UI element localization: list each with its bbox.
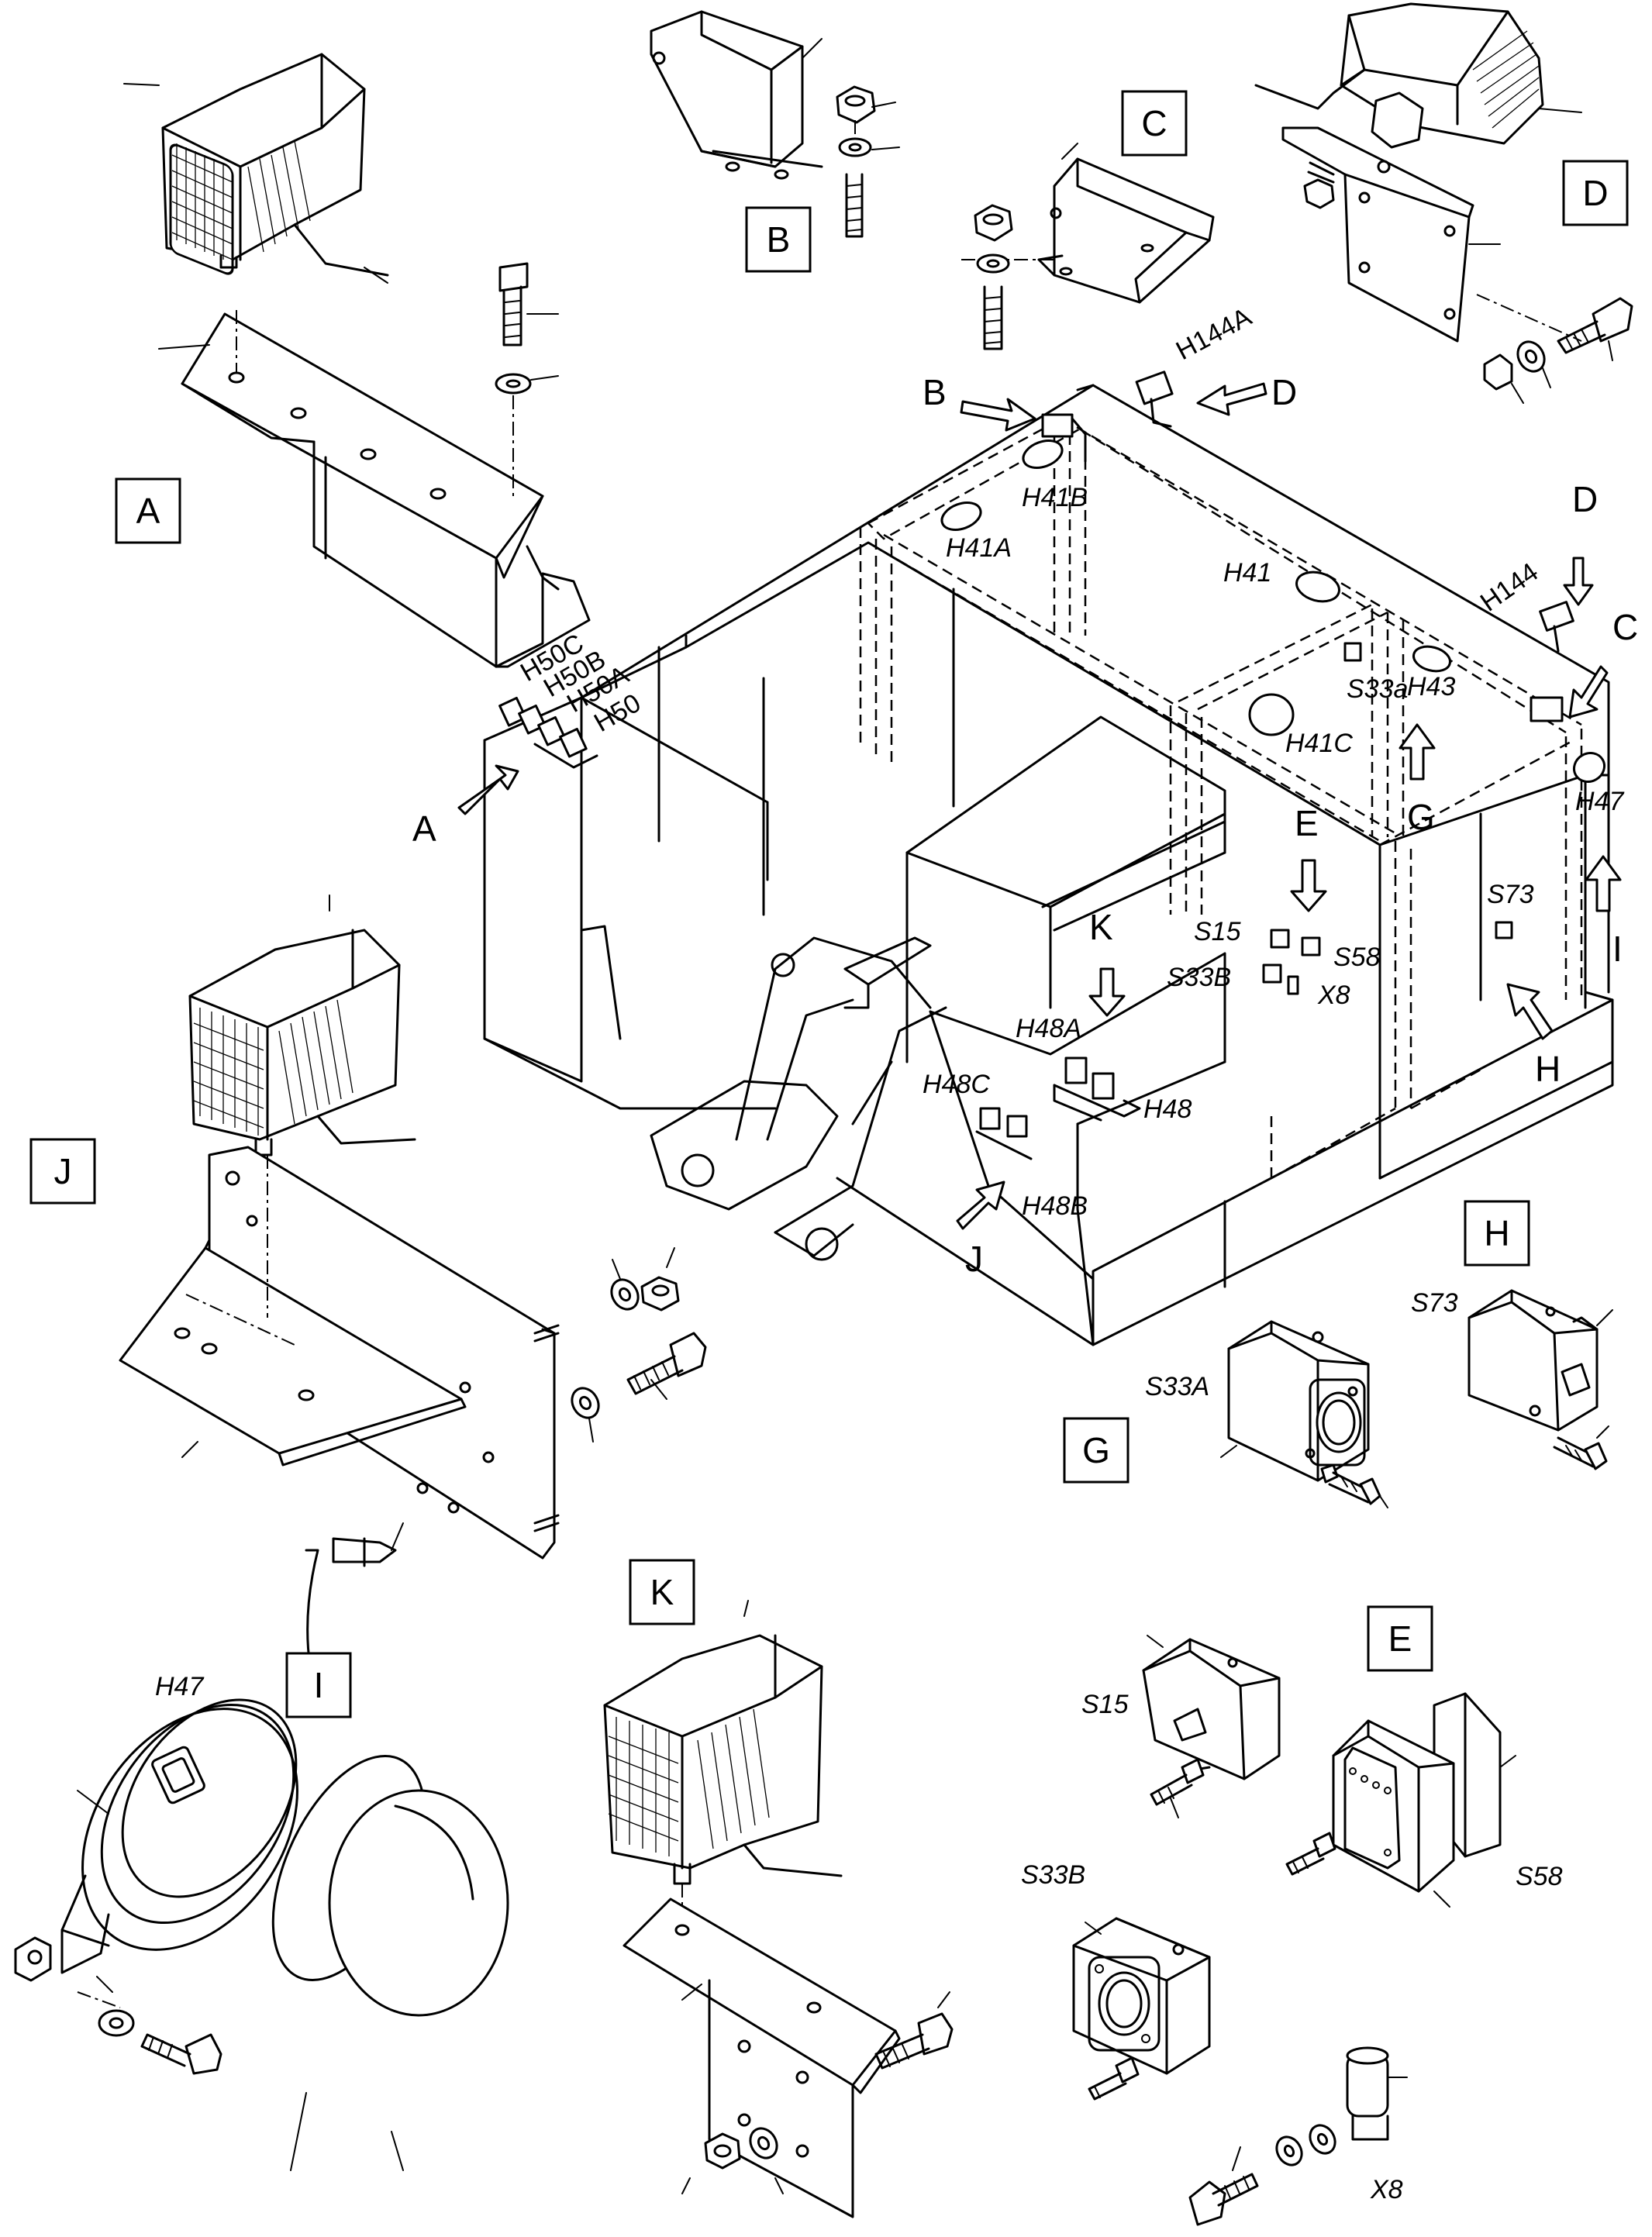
callout-G: G (1063, 1417, 1129, 1484)
label-S73-main: S73 (1487, 880, 1534, 909)
part-labels: H50C H50B H50A H50 H144A H144 H41A H41B … (155, 302, 1624, 2204)
label-H47-detail: H47 (155, 1672, 204, 1701)
arrow-letter-J: J (965, 1239, 983, 1279)
svg-text:A: A (136, 491, 160, 531)
callout-C: C (1121, 90, 1188, 157)
detail-C (961, 143, 1215, 350)
location-arrows (457, 382, 1622, 1230)
label-H41B: H41B (1022, 483, 1088, 512)
callout-E: E (1367, 1605, 1433, 1672)
detail-B (650, 10, 900, 238)
label-S33A-detail: S33A (1145, 1372, 1209, 1401)
detail-D (1254, 2, 1633, 404)
label-H144A: H144A (1171, 302, 1257, 367)
svg-text:K: K (650, 1572, 674, 1612)
callout-boxes: A B C D J H G K (29, 90, 1629, 1718)
arrow-letter-I: I (1612, 929, 1623, 969)
label-X8-main: X8 (1317, 981, 1350, 1010)
main-frame (483, 384, 1614, 1346)
label-H43: H43 (1407, 672, 1455, 701)
svg-text:J: J (54, 1151, 72, 1191)
detail-J (119, 894, 707, 1560)
detail-A (123, 53, 591, 668)
arrow-letter-E: E (1295, 803, 1319, 843)
arrow-letter-D-right: D (1572, 479, 1598, 519)
label-S33B-main: S33B (1167, 963, 1231, 992)
svg-text:E: E (1388, 1618, 1412, 1659)
label-S15-main: S15 (1194, 917, 1241, 946)
callout-J: J (29, 1138, 96, 1205)
label-S73-detail: S73 (1411, 1288, 1458, 1318)
callout-H: H (1464, 1200, 1530, 1267)
label-H48C: H48C (923, 1070, 990, 1099)
label-H48A: H48A (1016, 1014, 1081, 1043)
label-H48B: H48B (1022, 1191, 1088, 1221)
label-H41: H41 (1223, 558, 1271, 588)
arrow-letter-A: A (412, 808, 436, 849)
roof-lamps (498, 371, 1606, 1160)
callout-I: I (285, 1652, 352, 1718)
callout-D: D (1562, 160, 1629, 226)
callout-B: B (745, 206, 812, 273)
svg-text:D: D (1582, 173, 1608, 213)
callout-K: K (629, 1559, 695, 1625)
label-S58-detail: S58 (1516, 1862, 1563, 1891)
arrow-letter-B: B (923, 372, 947, 412)
detail-K (603, 1600, 954, 2218)
arrow-letter-K: K (1089, 907, 1113, 947)
arrow-letter-G: G (1407, 797, 1435, 837)
arrow-letter-C: C (1612, 607, 1638, 647)
label-S15-detail: S15 (1081, 1690, 1129, 1719)
arrow-letter-D-top: D (1271, 372, 1297, 412)
svg-text:H: H (1484, 1213, 1509, 1253)
label-S33a: S33a (1347, 674, 1408, 704)
callout-A: A (115, 477, 181, 544)
label-H48: H48 (1143, 1094, 1192, 1124)
label-H41C: H41C (1285, 729, 1353, 758)
label-S58-main: S58 (1333, 943, 1381, 972)
label-H144: H144 (1475, 557, 1543, 618)
svg-text:G: G (1082, 1430, 1110, 1470)
arrow-letters: A B D D C E G I H K J (412, 372, 1638, 1279)
detail-E (1072, 1635, 1516, 2226)
label-X8-detail: X8 (1370, 2175, 1403, 2204)
label-H47-main: H47 (1575, 787, 1624, 816)
svg-text:C: C (1141, 103, 1167, 143)
arrow-letter-H: H (1535, 1049, 1561, 1089)
svg-text:I: I (314, 1665, 324, 1705)
detail-I (14, 1522, 509, 2171)
label-S33B-detail: S33B (1021, 1860, 1085, 1890)
detail-H (1467, 1289, 1613, 1470)
label-H41A: H41A (946, 533, 1012, 563)
detail-G (1220, 1320, 1388, 1508)
svg-text:B: B (767, 219, 791, 260)
